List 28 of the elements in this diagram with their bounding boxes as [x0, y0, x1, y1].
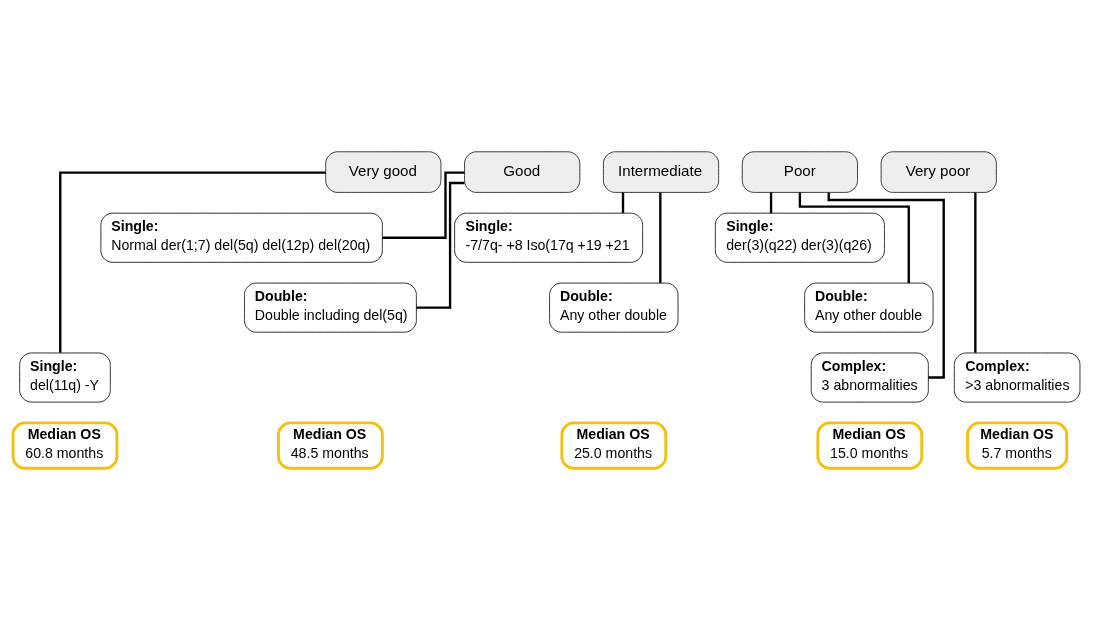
node-box: Median OS 15.0 months: [816, 421, 924, 470]
connector: [769, 192, 773, 213]
node-box: Median OS 60.8 months: [11, 421, 119, 470]
node-box: Median OS 5.7 months: [966, 421, 1069, 470]
node-box: Poor: [741, 151, 858, 193]
node-box: Double: Any other double: [804, 282, 934, 333]
connector: [382, 171, 465, 239]
node-box: Double: Any other double: [549, 282, 679, 333]
node-box: Double: Double including del(5q): [244, 282, 417, 333]
connector: [659, 192, 662, 283]
connector: [59, 171, 326, 353]
node-box: Intermediate: [602, 151, 720, 193]
connector: [974, 192, 977, 353]
connector: [416, 181, 465, 309]
node-box: Complex: 3 abnormalities: [810, 352, 929, 403]
node-box: Single: del(11q) -Y: [19, 352, 111, 403]
node-box: Single: Normal der(1;7) del(5q) del(12p) del(20q): [100, 212, 383, 263]
node-box: Single: der(3)(q22) der(3)(q26): [714, 212, 885, 263]
connector: [827, 192, 945, 379]
node-box: Very poor: [880, 151, 997, 193]
node-box: Median OS 48.5 months: [277, 421, 384, 470]
connector: [621, 192, 625, 213]
node-box: Complex: >3 abnormalities: [953, 352, 1081, 403]
node-box: Very good: [325, 151, 442, 193]
node-box: Good: [464, 151, 581, 193]
node-box: Single: -7/7q- +8 Iso(17q +19 +21: [454, 212, 644, 263]
connector: [798, 192, 910, 283]
node-box: Median OS 25.0 months: [560, 421, 668, 470]
